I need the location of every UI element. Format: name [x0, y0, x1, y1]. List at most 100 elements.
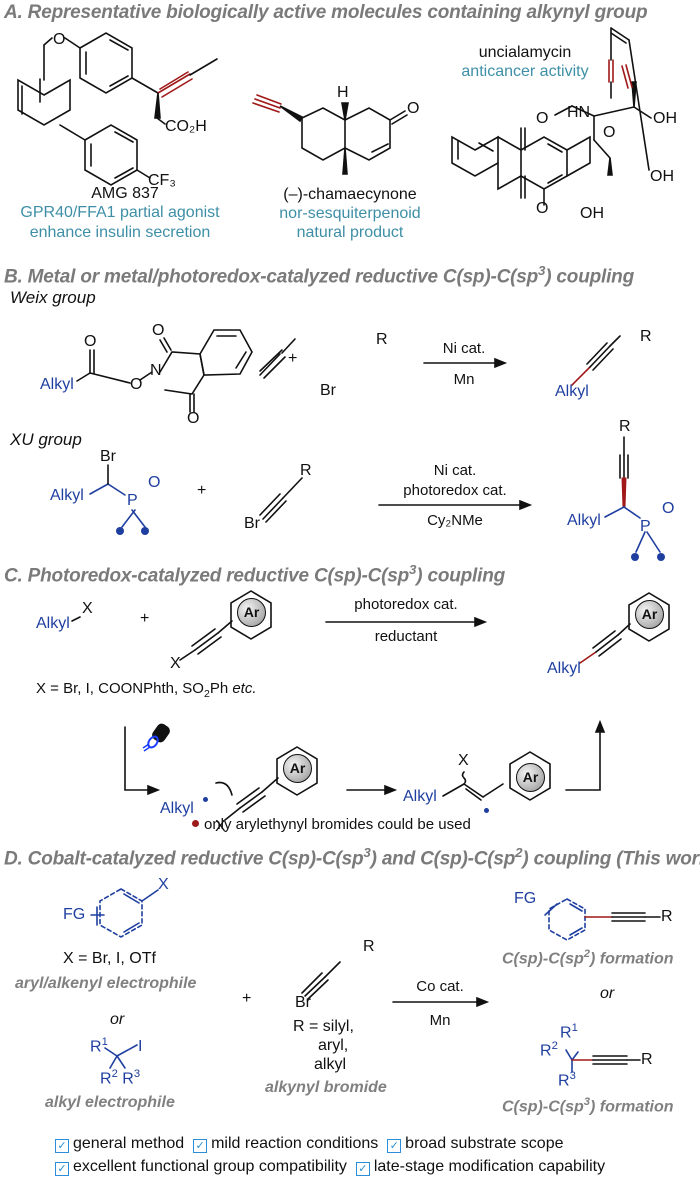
xu-group-label: XU group [10, 430, 82, 449]
d-conditions-top: Co cat. [416, 978, 464, 995]
weix-conditions-bottom: Mn [453, 371, 475, 388]
weix-product-alkyl: Alkyl [555, 383, 589, 400]
ar-group-icon: Ar [237, 598, 266, 627]
weix-group-label: Weix group [10, 288, 96, 307]
c-x-alkyne: X [170, 655, 181, 672]
d-aryl-x-def: X = Br, I, OTf [63, 950, 156, 967]
feature-row-2: ✓excellent functional group compatibilit… [55, 1158, 605, 1176]
c-conditions-bottom: reductant [374, 628, 438, 645]
xu-conditions-bottom: Cy₂NMe [427, 512, 483, 529]
uncialamycin-hn: HN [567, 104, 591, 121]
mech-alkyl-radical: Alkyl [160, 800, 194, 817]
weix-alkyl: Alkyl [40, 376, 74, 393]
ar-group-icon: Ar [283, 754, 312, 783]
weix-imide-o1: O [152, 322, 165, 339]
xu-reaction [89, 436, 665, 561]
chamaecynone-h-atom: H [337, 84, 349, 101]
c-plus: + [140, 610, 150, 627]
feature-general-method: ✓general method [55, 1135, 184, 1153]
weix-r: R [376, 331, 388, 348]
uncialamycin-epoxide-o: O [603, 124, 616, 141]
d-alkyl-i: I [138, 1038, 143, 1055]
d-product2-r2: R2 [540, 1040, 558, 1060]
section-a-title: A. Representative biologically active mo… [4, 2, 648, 23]
checkbox-icon: ✓ [355, 1162, 370, 1176]
xu-plus: + [197, 482, 207, 499]
vinyl-radical-dot [484, 808, 489, 813]
weix-conditions-top: Ni cat. [442, 340, 486, 357]
xu-product-r: R [619, 418, 631, 435]
section-d-title: D. Cobalt-catalyzed reductive C(sp)-C(sp… [4, 845, 700, 870]
cobalt-reaction [90, 888, 661, 1073]
ar-group-icon: Ar [516, 763, 545, 792]
c-alkyl: Alkyl [36, 615, 70, 632]
feature-mild-conditions: ✓mild reaction conditions [193, 1135, 378, 1153]
uncialamycin-oh1: OH [653, 110, 677, 127]
checkbox-icon: ✓ [55, 1162, 69, 1176]
d-bromide-def-2: aryl, [318, 1037, 349, 1054]
xu-p-atom: P [127, 492, 138, 509]
weix-reaction [76, 329, 621, 413]
c-conditions-top: photoredox cat. [354, 596, 458, 613]
feature-broad-scope: ✓broad substrate scope [387, 1135, 564, 1153]
d-product2-r1: R1 [560, 1022, 578, 1042]
weix-plus: + [288, 350, 298, 367]
chamaecynone-structure [252, 94, 408, 175]
checkbox-icon: ✓ [55, 1139, 69, 1153]
xu-product-alkyl: Alkyl [567, 512, 601, 529]
bullet-dot [192, 820, 199, 827]
d-bromide-def-1: R = silyl, [293, 1018, 354, 1035]
amg837-activity-line2: enhance insulin secretion [29, 224, 211, 241]
weix-carbonyl-o: O [84, 333, 97, 350]
xu-product-p: P [640, 518, 651, 535]
mech-vinyl-alkyl: Alkyl [403, 788, 437, 805]
d-product2-r3: R3 [558, 1070, 576, 1090]
amg837-o-atom: O [53, 31, 66, 48]
d-bromide-label: alkynyl bromide [265, 1079, 387, 1096]
d-product2-label: C(sp)-C(sp3) formation [502, 1096, 674, 1116]
amg837-co2h: CO₂H [165, 118, 207, 135]
c-x-definition: X = Br, I, COONPhth, SO2Ph etc. [36, 680, 257, 700]
checkbox-icon: ✓ [387, 1139, 402, 1153]
mech-x: X [215, 818, 226, 835]
feature-late-stage: ✓late-stage modification capability [355, 1158, 605, 1176]
mech-vinyl-x: X [458, 752, 469, 769]
section-b-title: B. Metal or metal/photoredox-catalyzed r… [4, 263, 634, 288]
d-plus: + [242, 990, 252, 1007]
chamaecynone-name: (–)-chamaecynone [283, 186, 417, 203]
xu-r: R [300, 462, 312, 479]
d-aryl-fg: FG [63, 906, 86, 923]
d-or-right: or [600, 985, 615, 1002]
xu-conditions-line2: photoredox cat. [403, 482, 507, 499]
section-c-title: C. Photoredox-catalyzed reductive C(sp)-… [4, 562, 506, 587]
checkbox-icon: ✓ [193, 1139, 208, 1153]
d-conditions-bottom: Mn [429, 1012, 451, 1029]
d-product1-label: C(sp)-C(sp2) formation [502, 948, 674, 968]
amg837-structure [17, 32, 218, 186]
amg837-activity-line1: GPR40/FFA1 partial agonist [20, 204, 220, 221]
xu-alkyl: Alkyl [50, 487, 84, 504]
amg837-cf3: CF₃ [148, 172, 176, 189]
uncialamycin-activity: anticancer activity [461, 63, 589, 80]
c-product-alkyl: Alkyl [547, 660, 581, 677]
d-alkyl-r2r3: R2 R3 [100, 1068, 141, 1088]
d-product1-fg: FG [514, 890, 537, 907]
light-bulb-icon [140, 720, 180, 765]
uncialamycin-structure [451, 27, 652, 206]
weix-br: Br [320, 382, 336, 399]
xu-conditions-line1: Ni cat. [433, 462, 477, 479]
d-product2-r: R [641, 1051, 653, 1068]
d-or-left: or [110, 1011, 125, 1028]
amg837-name: AMG 837 [91, 185, 159, 202]
chamaecynone-activity-line2: natural product [296, 224, 404, 241]
weix-ester-o: O [130, 376, 143, 393]
d-aryl-label: aryl/alkenyl electrophile [15, 975, 197, 992]
radical-dot [203, 797, 208, 802]
chamaecynone-activity-line1: nor-sesquiterpenoid [279, 205, 421, 222]
c-x: X [82, 600, 93, 617]
ar-group-icon: Ar [635, 600, 664, 629]
d-bromide-br: Br [295, 994, 311, 1011]
d-aryl-x: X [158, 876, 169, 893]
photoredox-reaction [71, 590, 670, 821]
